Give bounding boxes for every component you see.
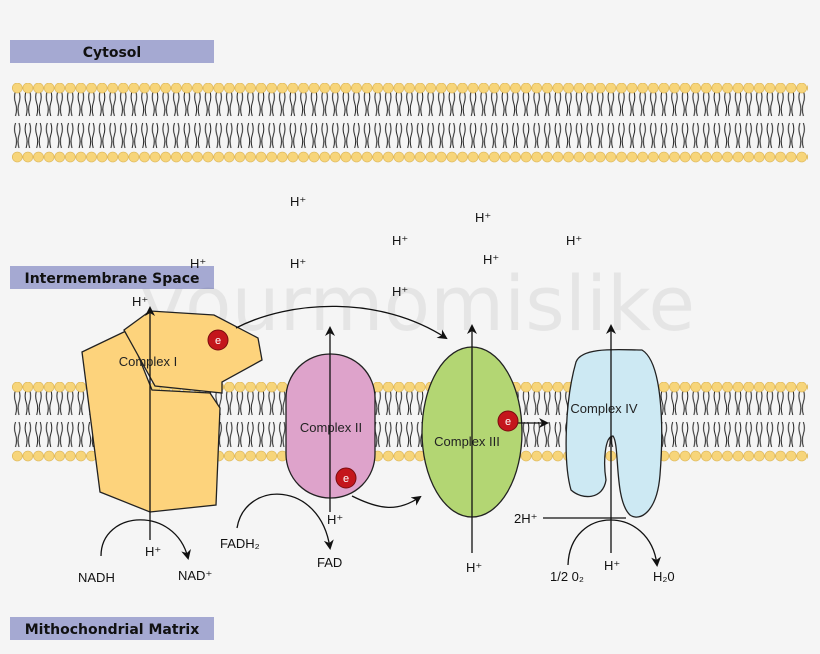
- complex-i: [81, 310, 263, 513]
- intermembrane-text: Intermembrane Space: [25, 271, 200, 287]
- complex-iii-label: Complex III: [434, 434, 500, 449]
- proton-label: H⁺: [604, 558, 620, 573]
- proton-label: H⁺: [132, 294, 148, 309]
- electron-1: e: [207, 329, 229, 351]
- half-oxygen-label: 1/2 0₂: [550, 569, 584, 584]
- matrix-label: Mithochondrial Matrix: [10, 617, 214, 640]
- nad-label: NAD⁺: [178, 568, 212, 583]
- proton-label: H⁺: [392, 233, 408, 248]
- svg-text:e: e: [215, 335, 221, 347]
- outer-membrane: [12, 83, 808, 163]
- proton-label: H⁺: [475, 210, 491, 225]
- proton-labels: H⁺ H⁺ H⁺ H⁺ H⁺ H⁺ H⁺ H⁺ H⁺ H⁺ H⁺ H⁺ H⁺: [132, 194, 620, 575]
- complex-iv: [565, 348, 663, 518]
- proton-label: H⁺: [190, 256, 206, 271]
- proton-label: H⁺: [466, 560, 482, 575]
- electron-2: e: [335, 467, 357, 489]
- complex-ii-label: Complex II: [300, 420, 362, 435]
- proton-label: H⁺: [290, 194, 306, 209]
- complex-iv-label: Complex IV: [570, 401, 638, 416]
- cytosol-label: Cytosol: [10, 40, 214, 63]
- water-label: H₂0: [653, 569, 675, 584]
- complex-i-label: Complex I: [119, 354, 178, 369]
- proton-label: H⁺: [392, 284, 408, 299]
- proton-label: H⁺: [566, 233, 582, 248]
- matrix-text: Mithochondrial Matrix: [25, 622, 200, 638]
- proton-arrows: [100, 305, 662, 567]
- two-protons-label: 2H⁺: [514, 511, 537, 526]
- proton-label: H⁺: [483, 252, 499, 267]
- cytosol-text: Cytosol: [83, 45, 141, 61]
- fadh2-label: FADH₂: [220, 536, 260, 551]
- intermembrane-label: Intermembrane Space: [10, 266, 214, 289]
- proton-label: H⁺: [145, 544, 161, 559]
- svg-text:e: e: [343, 473, 349, 485]
- proton-label: H⁺: [327, 512, 343, 527]
- svg-text:e: e: [505, 416, 511, 428]
- electron-3: e: [497, 410, 519, 432]
- nadh-label: NADH: [78, 570, 115, 585]
- fad-label: FAD: [317, 555, 342, 570]
- proton-label: H⁺: [290, 256, 306, 271]
